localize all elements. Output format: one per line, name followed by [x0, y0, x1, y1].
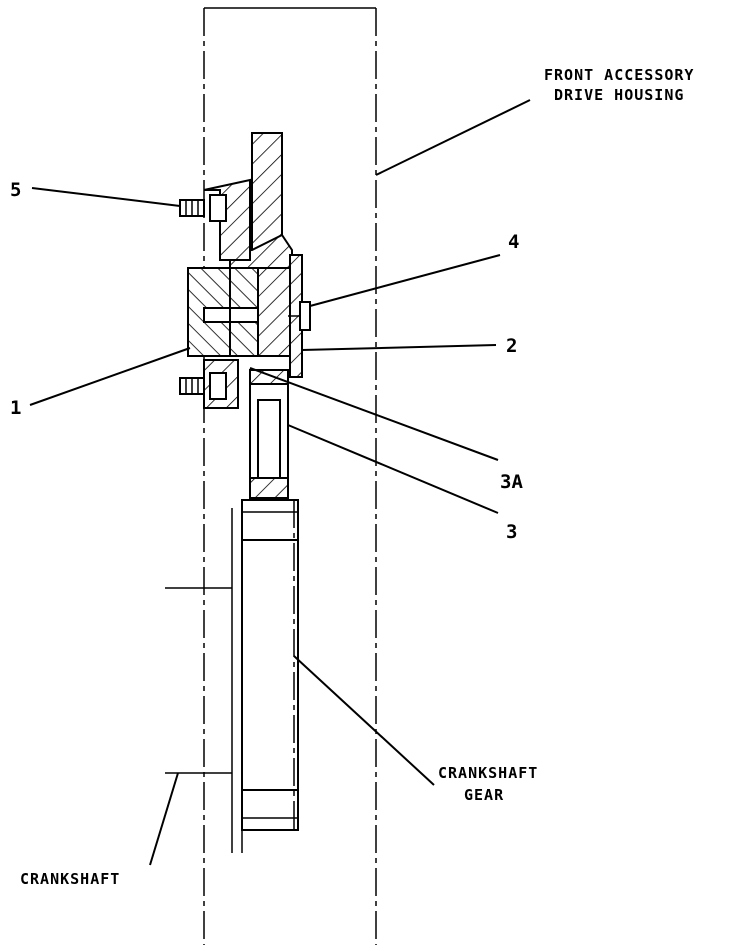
mounting-bolt-top [179, 194, 227, 222]
housing-label-line2: DRIVE HOUSING [554, 86, 684, 104]
leader-lines [29, 99, 531, 866]
housing-outline [203, 7, 377, 945]
crankshaft-label: CRANKSHAFT [20, 870, 120, 888]
callout-5: 5 [10, 179, 21, 201]
idler-hub [187, 267, 293, 357]
callout-2: 2 [506, 335, 517, 357]
gear-label-line1: CRANKSHAFT [438, 764, 538, 782]
callout-1: 1 [10, 397, 21, 419]
callout-3: 3 [506, 521, 517, 543]
crankshaft-gear [241, 499, 299, 831]
callout-4: 4 [508, 231, 519, 253]
mounting-bolt-bottom [179, 372, 227, 400]
gear-label-line2: GEAR [464, 786, 504, 804]
text-labels: FRONT ACCESSORY DRIVE HOUSING 5 4 2 1 3A… [10, 66, 694, 888]
housing-label-line1: FRONT ACCESSORY [544, 66, 694, 84]
idler-gear [229, 132, 293, 499]
center-bolt [288, 301, 311, 331]
callout-3a: 3A [500, 471, 523, 493]
